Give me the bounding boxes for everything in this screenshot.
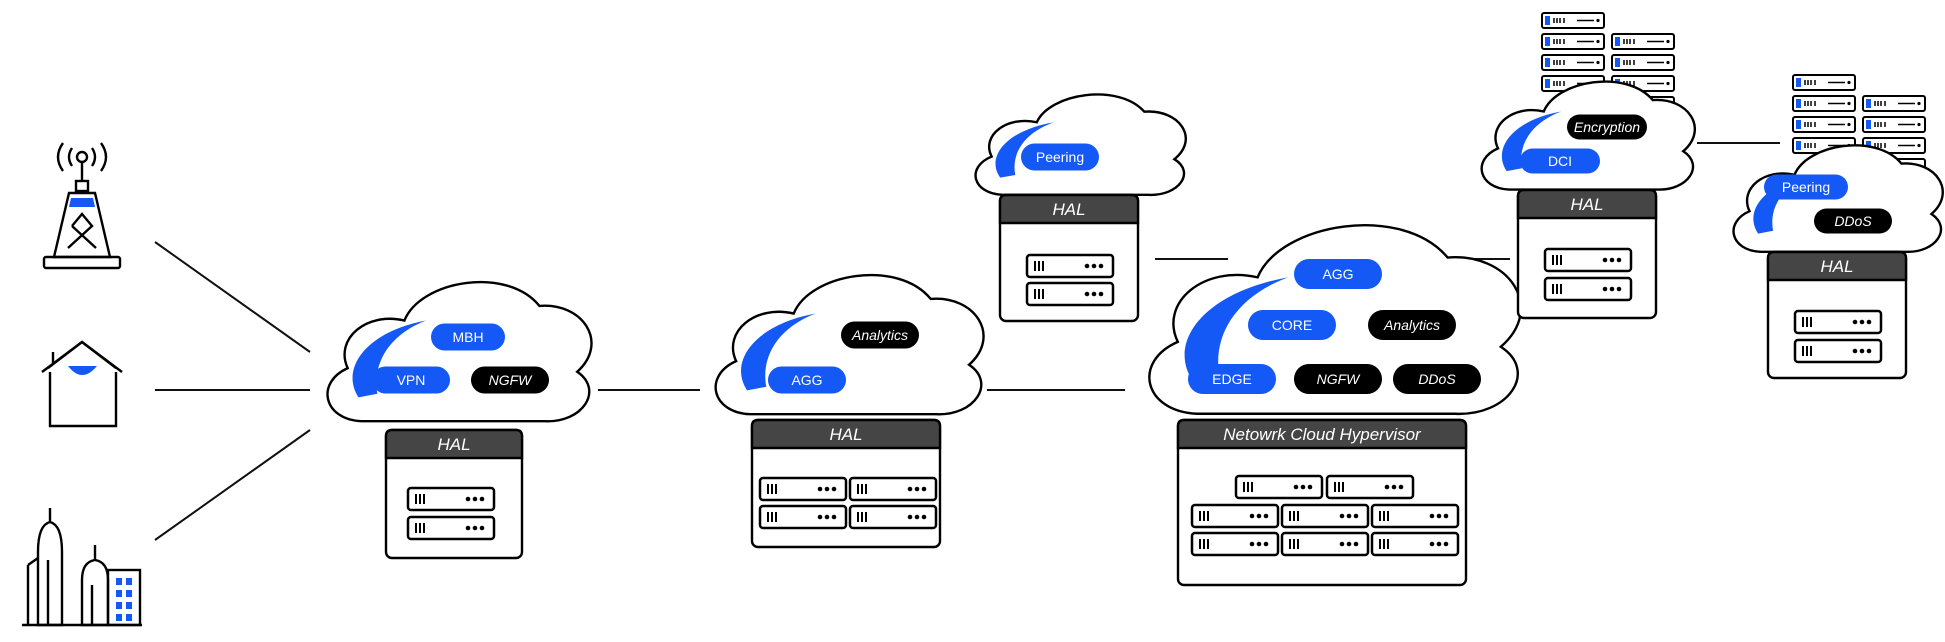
hal-label: HAL bbox=[1570, 195, 1603, 214]
hal-label: HAL bbox=[1820, 257, 1853, 276]
server-unit-icon bbox=[1543, 247, 1633, 273]
cell-tower-icon bbox=[42, 142, 122, 270]
service-label: DCI bbox=[1548, 153, 1572, 169]
service-label: Analytics bbox=[1383, 317, 1440, 333]
hal-header bbox=[384, 428, 524, 460]
service-pill-analytics: Analytics bbox=[1368, 310, 1456, 340]
server-unit-icon bbox=[848, 476, 938, 502]
server-unit-icon bbox=[406, 486, 496, 512]
server-unit-icon bbox=[1793, 338, 1883, 364]
service-label: Analytics bbox=[851, 327, 908, 343]
connector-lines bbox=[154, 142, 1780, 541]
server-unit-icon bbox=[758, 504, 848, 530]
hypervisor-label: Netowrk Cloud Hypervisor bbox=[1223, 425, 1422, 444]
server-unit-icon bbox=[758, 476, 848, 502]
server-unit-icon bbox=[1190, 531, 1280, 557]
service-pill-ngfw: NGFW bbox=[471, 366, 549, 394]
service-label: Peering bbox=[1036, 149, 1084, 165]
cloud-c1: HAL MBH VPN NGFW bbox=[328, 282, 592, 560]
service-pill-encryption: Encryption bbox=[1567, 114, 1647, 140]
city-buildings-icon bbox=[22, 508, 142, 627]
server-unit-icon bbox=[1280, 531, 1370, 557]
server-unit-icon bbox=[406, 515, 496, 541]
service-pill-edge: EDGE bbox=[1188, 364, 1276, 394]
hal-header bbox=[750, 418, 942, 450]
server-unit-icon bbox=[1190, 503, 1280, 529]
hal-label: HAL bbox=[829, 425, 862, 444]
service-pill-ddos: DDoS bbox=[1393, 364, 1481, 394]
home-icon bbox=[41, 340, 123, 428]
hal-label: HAL bbox=[437, 435, 470, 454]
cloud-swoosh bbox=[741, 313, 816, 391]
cloud-swoosh bbox=[1753, 174, 1812, 234]
hal-header bbox=[1516, 188, 1658, 220]
service-label: AGG bbox=[791, 372, 822, 388]
hal-header bbox=[1766, 250, 1908, 282]
link-tower-c1 bbox=[154, 241, 311, 353]
service-pill-peering: Peering bbox=[1764, 174, 1848, 200]
cloud-swoosh bbox=[352, 320, 426, 398]
cloud-c3: HAL Peering bbox=[976, 94, 1186, 323]
server-unit-icon bbox=[1280, 503, 1370, 529]
server-unit-icon bbox=[1793, 309, 1883, 335]
service-pill-agg: AGG bbox=[1294, 259, 1382, 289]
hal-header bbox=[998, 193, 1140, 225]
cloud-swoosh bbox=[1501, 111, 1562, 172]
service-label: DDoS bbox=[1418, 371, 1456, 387]
service-label: VPN bbox=[397, 372, 426, 388]
link-city-c1 bbox=[154, 429, 311, 541]
service-label: DDoS bbox=[1834, 213, 1872, 229]
hal-label: HAL bbox=[1052, 200, 1085, 219]
service-pill-peering: Peering bbox=[1021, 143, 1099, 171]
service-pill-agg: AGG bbox=[768, 366, 846, 394]
server-unit-icon bbox=[1025, 281, 1115, 307]
server-unit-icon bbox=[848, 504, 938, 530]
cloud-swoosh bbox=[1184, 277, 1288, 382]
service-pill-mbh: MBH bbox=[431, 323, 505, 351]
service-pill-vpn: VPN bbox=[372, 366, 450, 394]
server-unit-icon bbox=[1543, 276, 1633, 302]
service-label: NGFW bbox=[1317, 371, 1362, 387]
service-label: NGFW bbox=[489, 372, 534, 388]
cloud-c4: Netowrk Cloud Hypervisor AGG CORE Analytics… bbox=[1149, 225, 1521, 587]
service-label: MBH bbox=[452, 329, 483, 345]
server-unit-icon bbox=[1025, 253, 1115, 279]
server-unit-icon bbox=[1370, 531, 1460, 557]
cloud-swoosh bbox=[995, 122, 1054, 178]
service-label: Encryption bbox=[1574, 119, 1640, 135]
service-label: CORE bbox=[1272, 317, 1312, 333]
server-unit-icon bbox=[1234, 474, 1324, 500]
service-pill-dci: DCI bbox=[1520, 148, 1600, 174]
hal-header bbox=[1176, 418, 1468, 450]
service-pill-analytics: Analytics bbox=[841, 321, 919, 349]
service-label: AGG bbox=[1322, 266, 1353, 282]
service-pill-core: CORE bbox=[1248, 310, 1336, 340]
service-label: EDGE bbox=[1212, 371, 1252, 387]
server-unit-icon bbox=[1325, 474, 1415, 500]
server-unit-icon bbox=[1370, 503, 1460, 529]
service-pill-ngfw: NGFW bbox=[1294, 364, 1382, 394]
service-pill-ddos: DDoS bbox=[1814, 208, 1892, 234]
service-label: Peering bbox=[1782, 179, 1830, 195]
